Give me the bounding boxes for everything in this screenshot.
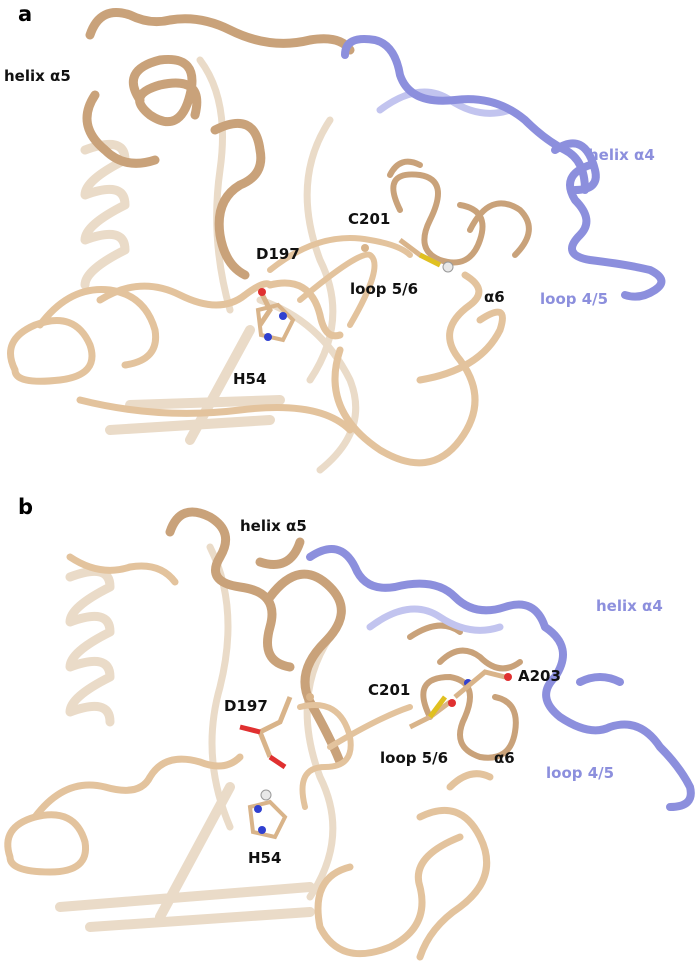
panel-letter: a: [18, 2, 33, 26]
helix-a5-a: [82, 8, 355, 280]
panel-letter: b: [18, 495, 34, 519]
loop-5-6-a: [267, 235, 413, 328]
label-c201: C201: [368, 681, 411, 699]
loop-4-5-a: [341, 35, 666, 301]
label-d197: D197: [256, 245, 300, 263]
ribbon-main-a: [7, 271, 506, 467]
label-loop-5-6: loop 5/6: [350, 280, 419, 298]
label-a203: A203: [518, 667, 561, 685]
sidechains-a: [255, 238, 454, 343]
beta-sheet-b: [55, 782, 315, 932]
helix-a5-b: [165, 507, 346, 767]
label-loop-4-5: loop 4/5: [546, 764, 615, 782]
structure-b: [4, 507, 695, 961]
loop-5-6-b: [297, 702, 413, 810]
helix-a4-faint-b: [366, 605, 504, 634]
label-loop-4-5: loop 4/5: [540, 290, 609, 308]
label-d197: D197: [224, 697, 268, 715]
panel-b: b helix α5 helix α4 A203 C201 D197 loop …: [0, 487, 700, 975]
label-c201: C201: [348, 210, 391, 228]
label-alpha6: α6: [484, 288, 505, 306]
label-helix-a5: helix α5: [240, 517, 307, 535]
helix-a6-b: [407, 622, 523, 761]
label-loop-5-6: loop 5/6: [380, 749, 449, 767]
label-helix-a5: helix α5: [4, 67, 71, 85]
sidechains-b: [239, 669, 512, 840]
background-helix-left: [80, 56, 360, 474]
label-helix-a4: helix α4: [588, 146, 655, 164]
panel-a: a helix α5 helix α4 C201 D197 loop 5/6 α…: [0, 0, 700, 487]
label-h54: H54: [233, 370, 267, 388]
structure-a: [7, 8, 666, 474]
label-helix-a4: helix α4: [596, 597, 663, 615]
label-alpha6: α6: [494, 749, 515, 767]
loop-4-5-b: [306, 545, 695, 811]
beta-sheet-a: [105, 325, 285, 445]
ribbon-main-b: [4, 553, 494, 961]
label-h54: H54: [248, 849, 282, 867]
helix-a6-a: [387, 158, 532, 266]
